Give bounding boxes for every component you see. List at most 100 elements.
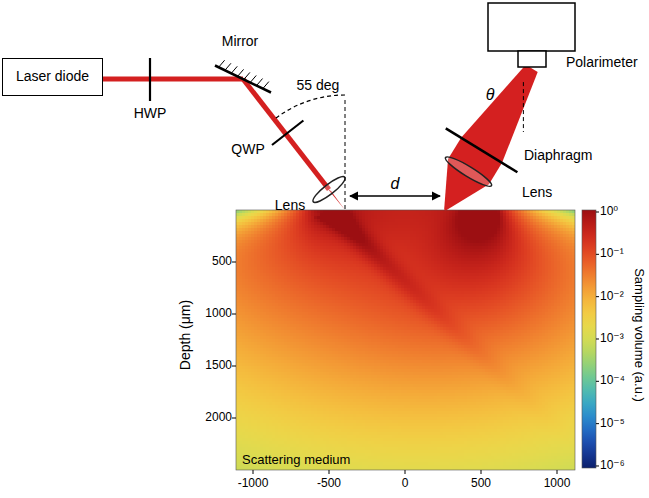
map-cell bbox=[278, 318, 281, 321]
map-cell bbox=[290, 261, 293, 264]
map-cell bbox=[266, 438, 269, 441]
map-cell bbox=[260, 399, 263, 402]
map-cell bbox=[236, 249, 239, 252]
map-cell bbox=[287, 252, 290, 255]
map-cell bbox=[272, 252, 275, 255]
map-cell bbox=[248, 303, 251, 306]
map-cell bbox=[236, 330, 239, 333]
map-cell bbox=[278, 315, 281, 318]
map-cell bbox=[248, 360, 251, 363]
map-cell bbox=[290, 297, 293, 300]
map-cell bbox=[239, 297, 242, 300]
map-cell bbox=[296, 348, 299, 351]
map-cell bbox=[254, 426, 257, 429]
map-cell bbox=[260, 267, 263, 270]
map-cell bbox=[242, 351, 245, 354]
map-cell bbox=[287, 333, 290, 336]
map-cell bbox=[290, 369, 293, 372]
map-cell bbox=[302, 384, 305, 387]
map-cell bbox=[245, 447, 248, 450]
map-cell bbox=[287, 438, 290, 441]
map-cell bbox=[260, 363, 263, 366]
map-cell bbox=[251, 261, 254, 264]
map-cell bbox=[236, 324, 239, 327]
map-cell bbox=[284, 375, 287, 378]
map-cell bbox=[260, 210, 263, 213]
map-cell bbox=[236, 273, 239, 276]
map-cell bbox=[275, 432, 278, 435]
map-cell bbox=[251, 255, 254, 258]
map-cell bbox=[290, 429, 293, 432]
map-cell bbox=[263, 237, 266, 240]
map-cell bbox=[239, 288, 242, 291]
map-cell bbox=[290, 438, 293, 441]
map-cell bbox=[254, 324, 257, 327]
map-cell bbox=[263, 390, 266, 393]
map-cell bbox=[263, 243, 266, 246]
map-cell bbox=[278, 264, 281, 267]
map-cell bbox=[287, 267, 290, 270]
map-cell bbox=[269, 423, 272, 426]
map-cell bbox=[299, 420, 302, 423]
map-cell bbox=[278, 303, 281, 306]
map-cell bbox=[299, 399, 302, 402]
map-cell bbox=[293, 330, 296, 333]
map-cell bbox=[266, 426, 269, 429]
map-cell bbox=[236, 294, 239, 297]
map-cell bbox=[299, 351, 302, 354]
map-cell bbox=[236, 285, 239, 288]
map-cell bbox=[293, 423, 296, 426]
map-cell bbox=[263, 234, 266, 237]
map-cell bbox=[245, 294, 248, 297]
map-cell bbox=[281, 261, 284, 264]
map-cell bbox=[284, 276, 287, 279]
map-cell bbox=[260, 234, 263, 237]
map-cell bbox=[239, 231, 242, 234]
map-cell bbox=[269, 237, 272, 240]
map-cell bbox=[251, 375, 254, 378]
map-cell bbox=[269, 258, 272, 261]
map-cell bbox=[296, 393, 299, 396]
map-cell bbox=[269, 225, 272, 228]
map-cell bbox=[245, 363, 248, 366]
map-cell bbox=[254, 402, 257, 405]
map-cell bbox=[236, 447, 239, 450]
map-cell bbox=[290, 447, 293, 450]
map-cell bbox=[236, 231, 239, 234]
map-cell bbox=[269, 420, 272, 423]
map-cell bbox=[254, 378, 257, 381]
map-cell bbox=[293, 246, 296, 249]
map-cell bbox=[254, 267, 257, 270]
map-cell bbox=[263, 381, 266, 384]
map-cell bbox=[281, 246, 284, 249]
map-cell bbox=[272, 444, 275, 447]
map-cell bbox=[278, 327, 281, 330]
map-cell bbox=[239, 258, 242, 261]
map-cell bbox=[278, 267, 281, 270]
map-cell bbox=[239, 285, 242, 288]
map-cell bbox=[245, 285, 248, 288]
map-cell bbox=[302, 393, 305, 396]
map-cell bbox=[293, 300, 296, 303]
map-cell bbox=[275, 390, 278, 393]
map-cell bbox=[302, 414, 305, 417]
map-cell bbox=[263, 270, 266, 273]
map-cell bbox=[278, 384, 281, 387]
map-cell bbox=[254, 423, 257, 426]
map-cell bbox=[254, 408, 257, 411]
map-cell bbox=[275, 360, 278, 363]
map-cell bbox=[281, 369, 284, 372]
map-cell bbox=[239, 438, 242, 441]
map-cell bbox=[296, 357, 299, 360]
map-cell bbox=[266, 354, 269, 357]
map-cell bbox=[302, 234, 305, 237]
map-cell bbox=[269, 384, 272, 387]
map-cell bbox=[248, 285, 251, 288]
map-cell bbox=[266, 276, 269, 279]
map-cell bbox=[275, 423, 278, 426]
map-cell bbox=[251, 411, 254, 414]
map-cell bbox=[239, 306, 242, 309]
map-cell bbox=[248, 300, 251, 303]
map-cell bbox=[248, 240, 251, 243]
map-cell bbox=[296, 342, 299, 345]
